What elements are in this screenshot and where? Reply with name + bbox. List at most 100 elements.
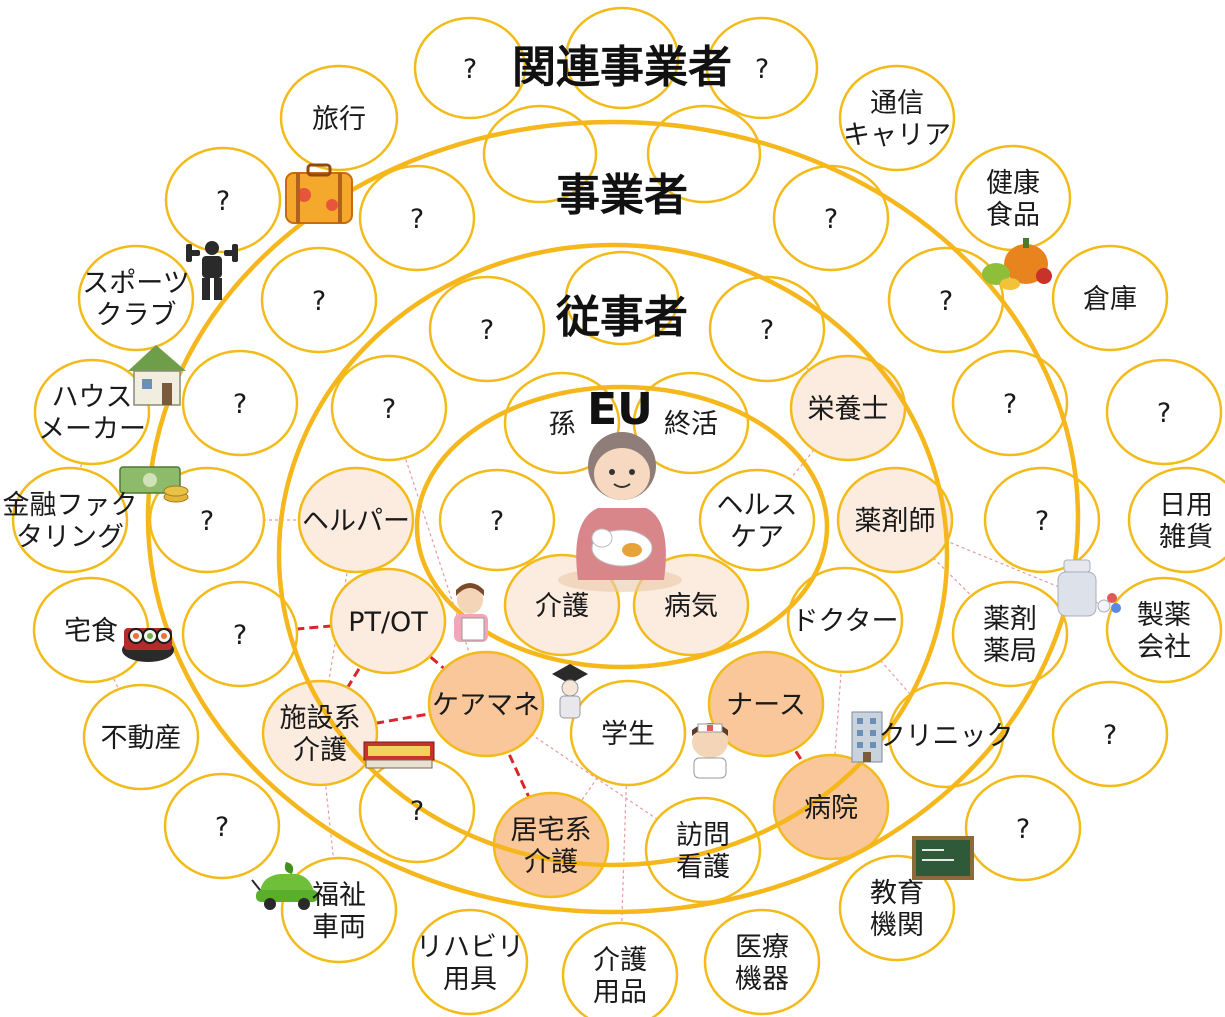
- node-label-telecom: 通信: [870, 88, 924, 119]
- bodybuilder-icon: [186, 241, 238, 300]
- node-label-outer-q-1: ?: [216, 186, 230, 217]
- grandma-with-cat-icon: [558, 432, 682, 592]
- node-label-real-estate: 不動産: [101, 723, 182, 754]
- title-backdrop-circle: [564, 6, 680, 110]
- node-outer-q-1: [164, 146, 282, 254]
- node-label-home-care: 介護: [524, 847, 578, 878]
- titles-layer: 関連事業者 事業者 従事者 EU: [512, 42, 732, 435]
- sushi-icon: [122, 628, 174, 662]
- node-education: [838, 854, 956, 962]
- node-label-wrk-q-1: ?: [480, 315, 494, 346]
- node-rehab-tools: [411, 908, 529, 1016]
- node-label-biz-q-7: ?: [200, 506, 214, 537]
- suitcase-icon: [285, 163, 353, 224]
- node-nurse: [707, 650, 825, 758]
- node-label-healthcare: ヘルス: [717, 490, 798, 521]
- node-telecom: [838, 64, 956, 172]
- node-rel-q-left: [413, 16, 527, 120]
- node-label-biz-q-10: ?: [410, 796, 424, 827]
- node-sports-club: [77, 244, 195, 352]
- node-label-welfare-vehicle: 福祉: [312, 880, 366, 911]
- node-label-outer-q-2: ?: [1157, 398, 1171, 429]
- node-label-illness: 病気: [664, 591, 718, 622]
- title-backdrop-circle: [646, 104, 762, 204]
- node-label-biz-q-6: ?: [1003, 389, 1017, 420]
- title-backdrop-circle: [564, 250, 680, 346]
- node-label-pharmacy: 薬剤: [983, 604, 1037, 635]
- title-businesses: 事業者: [556, 170, 688, 221]
- node-wrk-q-1: [428, 275, 546, 383]
- node-label-biz-q-8: ?: [1035, 506, 1049, 537]
- node-label-nutritionist: 栄養士: [808, 394, 889, 425]
- node-real-estate: [82, 683, 200, 791]
- node-home-nursing: [644, 796, 762, 904]
- connection-line: [550, 732, 629, 846]
- node-biz-q-3: [260, 246, 378, 354]
- node-medical-devices: [703, 908, 821, 1016]
- ring-workers: [276, 242, 950, 868]
- node-outer-q-5: [964, 774, 1082, 882]
- node-label-medical-devices: 医療: [735, 932, 789, 963]
- title-related-businesses: 関連事業者: [512, 42, 732, 93]
- node-pt-ot: [329, 567, 447, 675]
- node-travel: [279, 64, 399, 172]
- node-hospital: [772, 753, 890, 861]
- node-rel-q-right: [705, 16, 819, 120]
- node-label-medical-devices: 機器: [735, 964, 789, 995]
- node-label-home-nursing: 訪問: [676, 820, 730, 851]
- node-label-facility-care: 介護: [293, 735, 347, 766]
- node-label-student: 学生: [601, 719, 655, 750]
- node-label-biz-q-9: ?: [233, 620, 247, 651]
- node-label-care-goods: 介護: [593, 945, 647, 976]
- node-label-rel-q-left: ?: [463, 54, 477, 85]
- node-circles: [11, 6, 1225, 1017]
- node-label-welfare-vehicle: 車両: [312, 912, 366, 943]
- house-icon: [128, 345, 186, 406]
- node-eu-q: [438, 468, 556, 572]
- node-label-health-food: 健康: [986, 168, 1040, 199]
- node-grandchild: [503, 371, 621, 475]
- node-wrk-q-3: [330, 354, 448, 462]
- node-label-outer-q-4: ?: [215, 812, 229, 843]
- node-label-wrk-q-2: ?: [760, 315, 774, 346]
- node-label-warehouse: 倉庫: [1083, 284, 1137, 315]
- node-label-clinic: クリニック: [879, 721, 1014, 752]
- vegetables-icon: [982, 238, 1052, 290]
- node-label-biz-q-3: ?: [312, 286, 326, 317]
- node-house-maker: [33, 358, 151, 466]
- node-label-healthcare: ケア: [730, 522, 784, 553]
- node-label-pharmacist: 薬剤師: [855, 506, 936, 537]
- node-label-end-of-life: 終活: [664, 409, 718, 440]
- node-label-rehab-tools: 用具: [443, 964, 497, 995]
- node-label-nursing-care: 介護: [535, 591, 589, 622]
- node-wrk-q-2: [708, 275, 826, 383]
- node-label-facility-care: 施設系: [280, 703, 361, 734]
- node-outer-q-3: [1051, 680, 1169, 788]
- node-label-pharma: 製薬: [1137, 600, 1191, 631]
- node-biz-q-9: [181, 580, 299, 688]
- node-label-meal-delivery: 宅食: [64, 616, 118, 647]
- node-label-finance: 金融ファク: [3, 490, 138, 521]
- node-label-care-goods: 用品: [593, 977, 647, 1008]
- money-icon: [119, 466, 189, 503]
- title-workers: 従事者: [555, 292, 688, 343]
- node-end-of-life: [632, 371, 750, 475]
- node-label-rehab-tools: リハビリ: [416, 932, 524, 963]
- node-pharmacy: [951, 580, 1069, 688]
- node-label-outer-q-5: ?: [1016, 814, 1030, 845]
- node-label-education: 機関: [870, 910, 924, 941]
- medicine-bottle-icon: [1057, 559, 1121, 617]
- node-label-pharma: 会社: [1137, 632, 1191, 663]
- node-outer-q-4: [163, 772, 281, 880]
- ring-eu: [414, 384, 830, 670]
- node-label-pharmacy: 薬局: [983, 636, 1037, 667]
- care-worker-icon: [454, 583, 488, 642]
- graduate-icon: [552, 664, 588, 719]
- node-biz-q-1: [358, 164, 476, 272]
- node-label-sports-club: スポーツ: [82, 268, 189, 299]
- node-labels: ??旅行通信キャリア健康食品?スポーツクラブ倉庫ハウスメーカー?金融ファクタリン…: [3, 54, 1214, 1008]
- node-care-goods: [561, 921, 679, 1017]
- node-label-biz-q-1: ?: [410, 204, 424, 235]
- chalkboard-icon: [912, 836, 974, 880]
